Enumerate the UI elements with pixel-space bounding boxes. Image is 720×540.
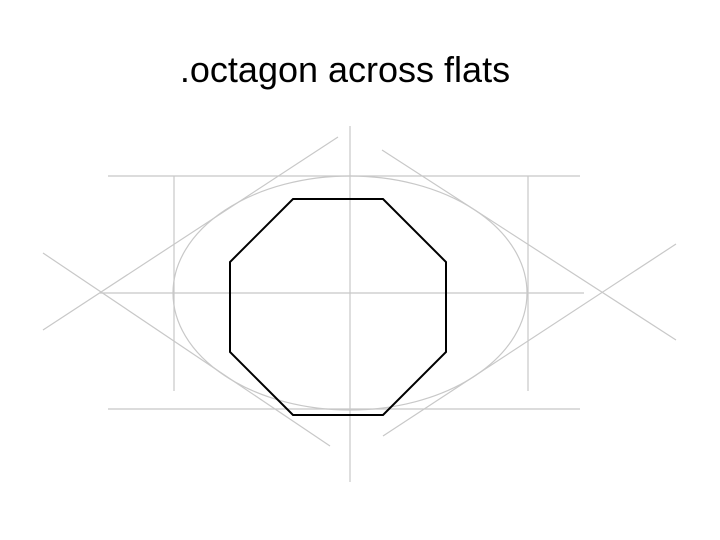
lower-right-diagonal — [382, 243, 677, 437]
lower-left-diagonal — [42, 252, 331, 447]
construction-ellipse — [172, 175, 528, 411]
upper-left-diagonal — [42, 136, 339, 331]
slide-title: .octagon across flats — [179, 49, 511, 90]
upper-right-diagonal — [381, 149, 677, 341]
construction-lines — [42, 126, 677, 482]
octagon-outline — [229, 198, 447, 416]
